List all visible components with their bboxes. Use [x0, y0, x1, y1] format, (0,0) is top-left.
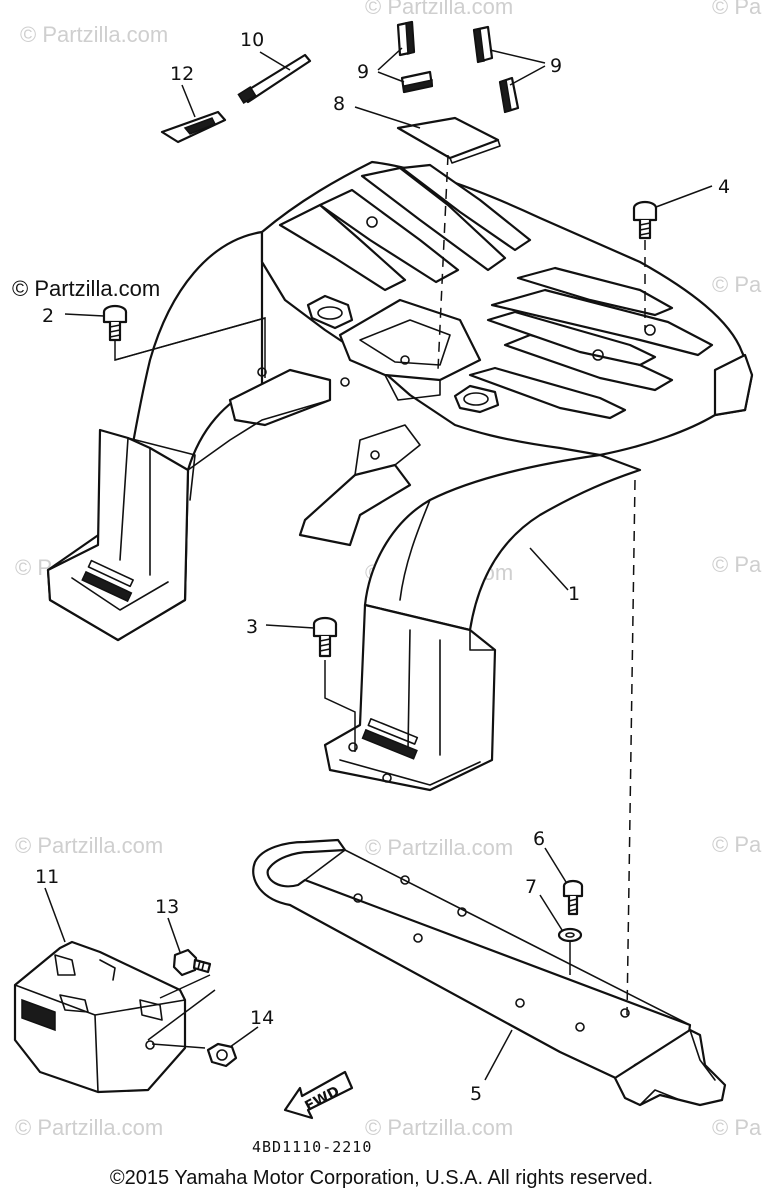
watermark: © Partzilla.com [15, 1115, 163, 1140]
sheet-part-8 [396, 116, 501, 164]
alignment-lines [437, 154, 646, 1016]
callout-7: 7 [525, 876, 537, 898]
callout-12: 12 [170, 63, 194, 85]
nut-part-14 [206, 1042, 238, 1068]
watermark: © Partzilla.com [365, 1115, 513, 1140]
watermark: © Partzilla.com [365, 835, 513, 860]
bolt-part-4 [632, 200, 658, 240]
callout-5: 5 [470, 1083, 482, 1105]
watermark: © Pa [712, 272, 762, 297]
callout-4: 4 [718, 176, 730, 198]
pads-part-9 [396, 20, 520, 114]
fwd-arrow: FWD [283, 1070, 354, 1120]
leader-lines [44, 47, 713, 1081]
washer-part-7 [557, 927, 583, 943]
watermark: © Partzilla.com [20, 22, 168, 47]
callout-11: 11 [35, 866, 59, 888]
callout-1: 1 [568, 583, 580, 605]
watermark: © Pa [712, 832, 762, 857]
clip-part-12 [160, 110, 227, 144]
callout-10: 10 [240, 29, 264, 51]
watermark: © Partzilla.com [365, 0, 513, 19]
callout-numbers: 1 2 3 4 5 6 7 8 9 9 10 11 12 13 14 [35, 29, 730, 1105]
callout-9-left: 9 [357, 61, 369, 83]
base-plate-part-5 [252, 838, 727, 1107]
bolt-part-3 [312, 616, 338, 658]
bolt-part-6 [562, 879, 584, 916]
bolt-part-13 [172, 948, 212, 977]
watermark: © Pa [712, 552, 762, 577]
watermark: © Pa [712, 1115, 762, 1140]
callout-3: 3 [246, 616, 258, 638]
copyright-notice: ©2015 Yamaha Motor Corporation, U.S.A. A… [109, 1167, 654, 1189]
watermark: © Pa [712, 0, 762, 19]
diagram-part-code: 4BD1110-2210 [252, 1138, 372, 1156]
callout-8: 8 [333, 93, 345, 115]
watermark-dark: © Partzilla.com [12, 276, 160, 301]
callout-2: 2 [42, 305, 54, 327]
container-part-11 [13, 940, 187, 1094]
band-part-10 [237, 53, 312, 104]
watermark: © Partzilla.com [15, 833, 163, 858]
callout-6: 6 [533, 828, 545, 850]
callout-9-right: 9 [550, 55, 562, 77]
callout-14: 14 [250, 1007, 274, 1029]
callout-13: 13 [155, 896, 179, 918]
bolt-part-2 [102, 304, 128, 342]
rear-fender-carrier [46, 160, 754, 792]
